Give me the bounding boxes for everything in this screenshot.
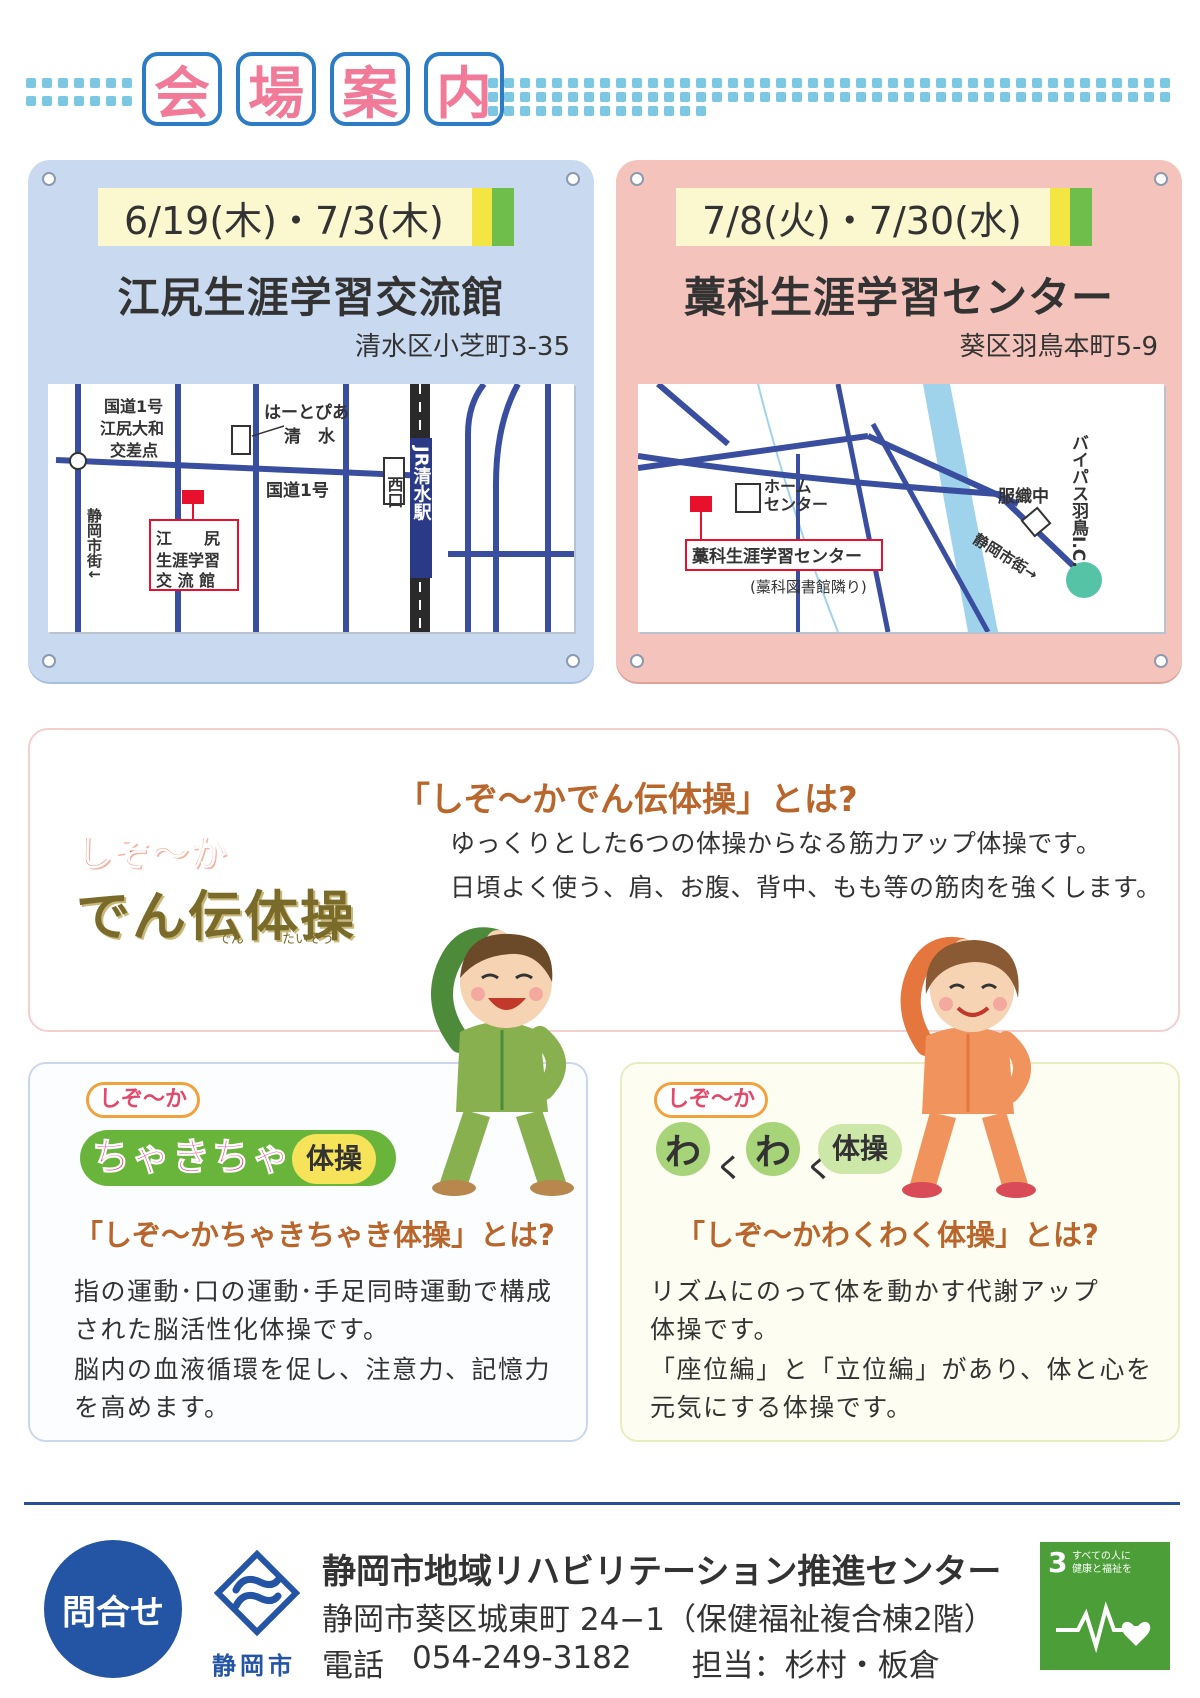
date-accent-bar [1070,188,1092,246]
wakuwaku-char: く [716,1154,743,1184]
map-label-venue-note: (藁科図書館隣り) [750,578,867,596]
screw-icon [42,172,56,186]
chakichaki-logo: ちゃきちゃき [91,1135,333,1180]
sdg-number: 3 [1048,1546,1068,1579]
wakuwaku-line: 元気にする体操です。 [650,1393,913,1422]
venue-map: ホーム センター 服織中 バイパス羽鳥I.C. 静岡市街→ 藁科生涯学習センター… [638,384,1164,632]
map-ejiri-svg: 国道1号 江尻大和 交差点 はーとぴあ 清 水 国道1号 西口 JR清水駅 静岡… [55,384,574,632]
map-label-venue: 藁科生涯学習センター [691,546,862,567]
map-warashina-svg: ホーム センター 服織中 バイパス羽鳥I.C. 静岡市街→ 藁科生涯学習センター… [638,384,1102,632]
man-exercising-illustration [431,927,574,1196]
map-label-crossing: 江尻大和 [100,419,164,438]
map-label-downtown: 静岡市街↓ [85,507,103,580]
title-char: 案 [330,52,410,127]
org-tel-row: 電話 054-249-3182 担当：杉村・板倉 [322,1640,940,1685]
tel-label: 電話 [322,1648,384,1684]
map-label-heartpia: はーとぴあ [264,403,349,423]
staff-names: 担当：杉村・板倉 [691,1648,940,1684]
map-label-route: 国道1号 [266,480,329,501]
chakichaki-box [28,1062,588,1442]
map-label-venue: 江 尻 [156,529,220,548]
map-label-school: 服織中 [998,486,1049,507]
chakichaki-line: を高めます。 [74,1393,231,1422]
chakichaki-taiso-pill: 体操 [292,1134,377,1184]
dengon-question: 「しぞ〜かでん伝体操」とは? [396,780,858,820]
dengon-logo-main: でん伝体操 [76,885,356,948]
wakuwaku-taiso-pill: 体操 [818,1124,903,1174]
wakuwaku-line: リズムにのって体を動かす代謝アップ [650,1277,1100,1306]
sdg-label: すべての人に 健康と福祉を [1072,1550,1132,1576]
screw-icon [630,654,644,668]
org-name: 静岡市地域リハビリテーション推進センター [322,1552,1002,1592]
wakuwaku-char: わ [656,1122,710,1176]
venue-address: 葵区羽鳥本町5-9 [959,332,1158,362]
map-label-crossing: 交差点 [110,441,158,460]
venue-map: 国道1号 江尻大和 交差点 はーとぴあ 清 水 国道1号 西口 JR清水駅 静岡… [48,384,574,632]
screw-icon [42,654,56,668]
sdg-label-line: すべての人に [1072,1551,1131,1562]
city-name: 静岡市 [212,1652,296,1680]
map-label-west-exit: 西口 [385,476,404,508]
dengon-logo-shizoka: しぞ〜か [75,832,229,875]
woman-exercising-illustration [900,937,1036,1198]
venue-dates-text: 7/8(火)・7/30(水) [702,198,1022,243]
header-dots-left [26,78,136,106]
tel-number: 054-249-3182 [412,1640,632,1676]
header-dots-right [488,78,1180,116]
chakichaki-question: 「しぞ〜かちゃきちゃき体操」とは? [74,1218,555,1252]
wakuwaku-line: 体操です。 [650,1315,781,1344]
map-label-home-center: センター [764,495,828,514]
chakichaki-line: された脳活性化体操です。 [74,1315,390,1344]
wakuwaku-box [620,1062,1180,1442]
venue-name: 藁科生涯学習センター [683,273,1114,322]
sdg-label-line: 健康と福祉を [1072,1564,1132,1575]
chakichaki-line: 脳内の血液循環を促し、注意力、記憶力 [74,1355,552,1384]
map-label-heartpia: 清 水 [284,426,336,447]
title-char: 内 [424,52,504,127]
date-accent-bar [492,188,514,246]
wakuwaku-badge: しぞ〜か [654,1082,769,1118]
screw-icon [630,172,644,186]
chakichaki-line: 指の運動･口の運動･手足同時運動で構成 [74,1277,553,1306]
venue-address: 清水区小芝町3-35 [354,332,570,362]
venue-name: 江尻生涯学習交流館 [117,273,505,322]
map-label-venue: 生涯学習 [156,551,220,570]
sdg-goal-3-badge: 3 すべての人に 健康と福祉を [1040,1542,1170,1670]
title-char: 会 [142,52,222,127]
venue-dates: 6/19(木)・7/3(木) [98,188,514,246]
map-label-station: JR清水駅 [411,444,433,521]
contact-badge: 問合せ [44,1540,182,1678]
venue-dates-text: 6/19(木)・7/3(木) [124,198,444,243]
page-title: 会 場 案 内 [142,52,504,127]
screw-icon [566,172,580,186]
footer-divider [24,1502,1180,1505]
screw-icon [566,654,580,668]
map-label-venue: 交 流 館 [156,571,215,590]
dengon-line: ゆっくりとした6つの体操からなる筋力アップ体操です。 [450,829,1102,858]
heartbeat-icon [1056,1601,1151,1654]
venue-dates: 7/8(火)・7/30(水) [676,188,1092,246]
dengon-ruby-den: でん [218,932,245,947]
dengon-line: 日頃よく使う、肩、お腹、背中、もも等の筋肉を強くします。 [450,873,1162,902]
map-label-crossing: 国道1号 [104,397,163,416]
shizuoka-city-logo-icon [214,1550,300,1636]
map-label-home-center: ホーム [764,477,812,496]
screw-icon [1154,654,1168,668]
title-char: 場 [236,52,316,127]
venue-card-warashina: 7/8(火)・7/30(水) 藁科生涯学習センター 葵区羽鳥本町5-9 [616,160,1182,682]
wakuwaku-question: 「しぞ〜かわくわく体操」とは? [676,1218,1099,1252]
date-accent-bar [1050,188,1070,246]
org-address: 静岡市葵区城東町 24−1（保健福祉複合棟2階） [322,1602,995,1638]
chakichaki-badge: しぞ〜か [86,1082,201,1118]
screw-icon [1154,172,1168,186]
wakuwaku-line: 「座位編」と「立位編」があり、体と心を [650,1355,1153,1384]
dengon-ruby-taiso: たいそう [282,932,335,947]
wakuwaku-char: わ [746,1122,800,1176]
venue-card-ejiri: 6/19(木)・7/3(木) 江尻生涯学習交流館 清水区小芝町3-35 [28,160,594,682]
date-accent-bar [472,188,492,246]
map-label-bypass: バイパス羽鳥I.C. [1068,434,1089,568]
